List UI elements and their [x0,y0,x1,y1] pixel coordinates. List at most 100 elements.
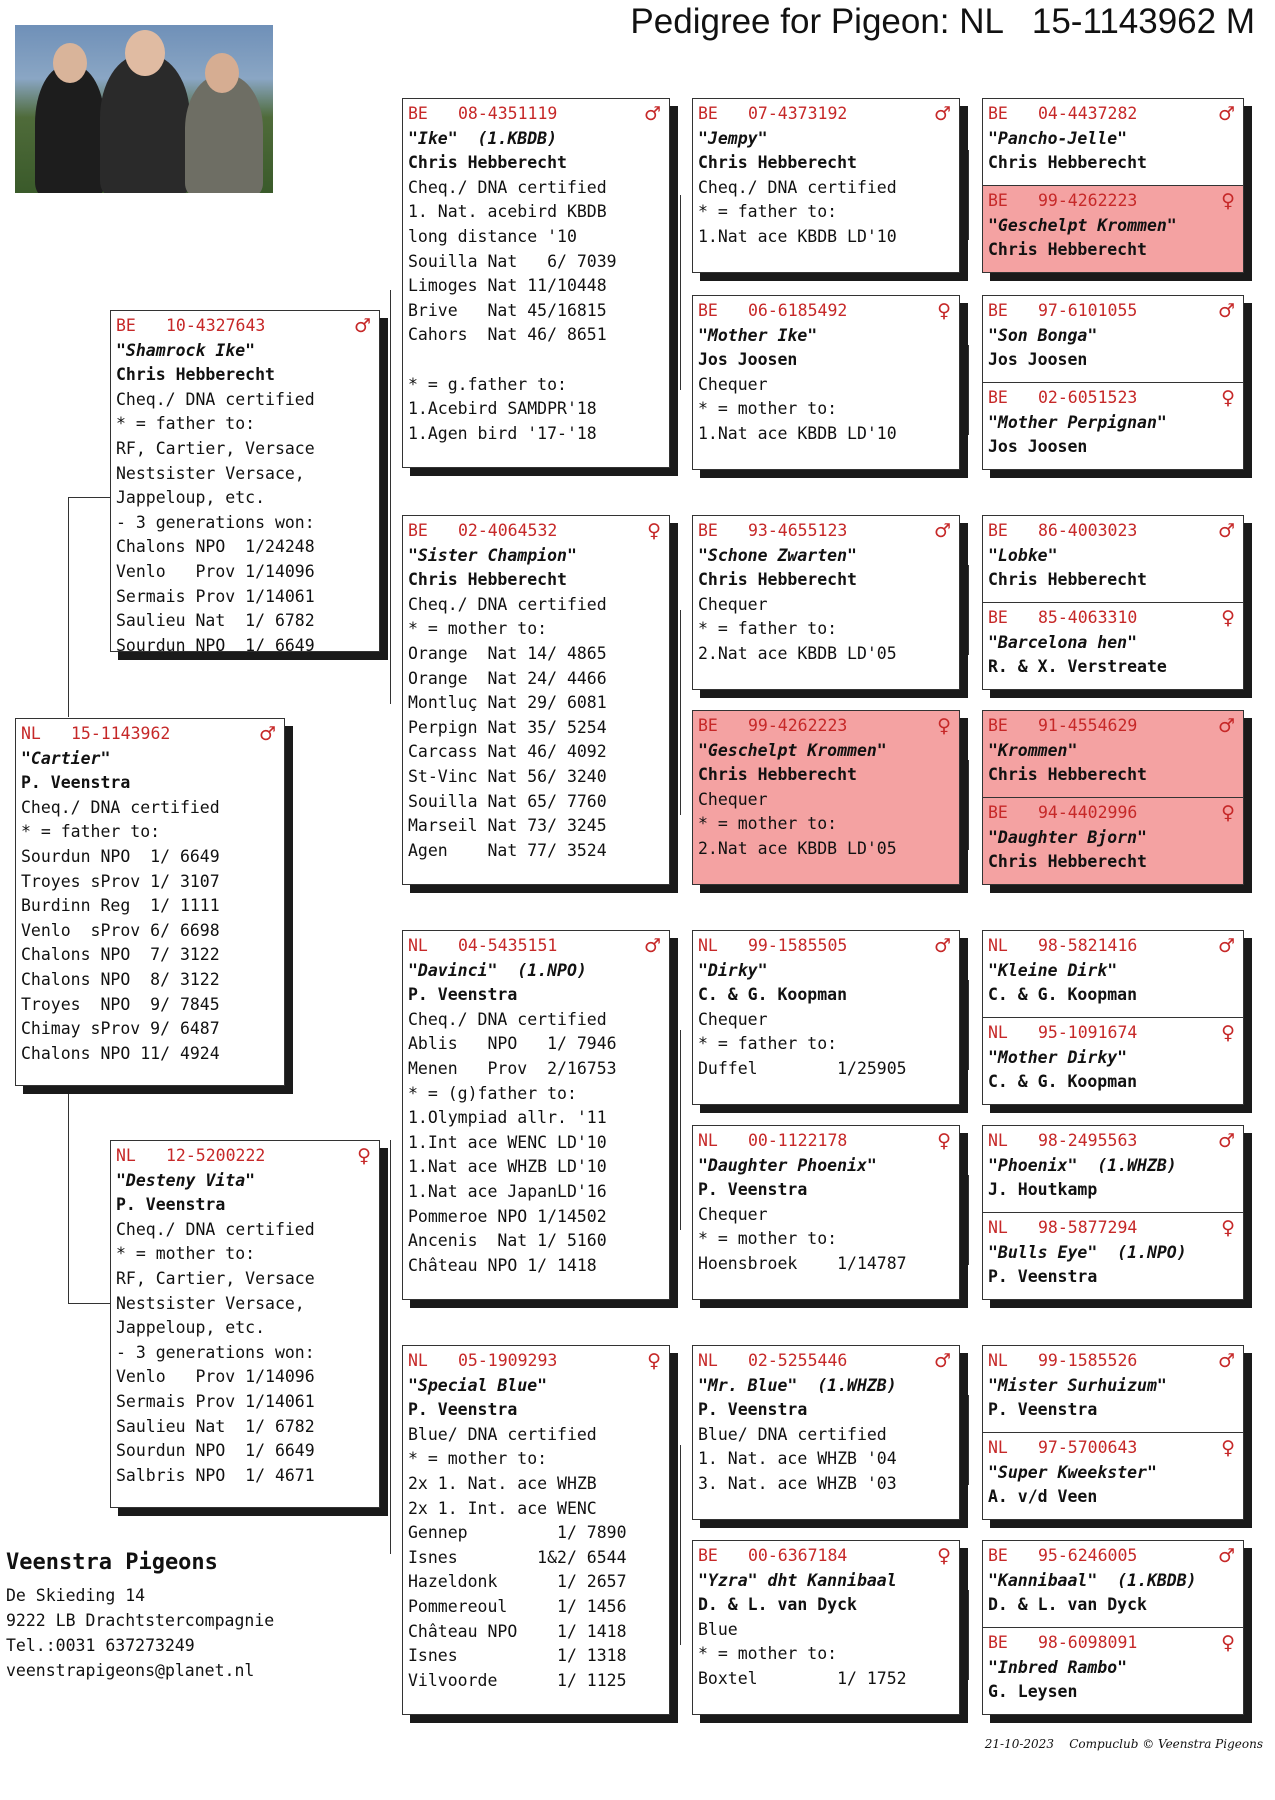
female-icon: ♀ [1221,802,1235,824]
result-line: Blue [698,1619,738,1639]
result-line: 1.Olympiad allr. '11 [408,1108,607,1128]
ring-number: 02-5255446 [748,1351,848,1370]
country-code: BE [698,301,718,320]
pigeon-name: "Mother Perpignan" [988,412,1167,432]
result-line: Salbris NPO 1/ 4671 [116,1465,315,1485]
owner-name: R. & X. Verstreate [988,657,1167,677]
result-line: 1.Nat ace WHZB LD'10 [408,1157,607,1177]
result-line: Jappeloup, etc. [116,488,266,508]
female-icon: ♀ [937,300,951,322]
result-line: * = father to: [21,822,161,842]
result-line: Hazeldonk 1/ 2657 [408,1572,627,1592]
ring-number: 99-1585505 [748,936,848,955]
result-line: Chequer [698,789,768,809]
result-line: Pommeroe NPO 1/14502 [408,1206,607,1226]
owner-name: C. & G. Koopman [988,985,1138,1005]
male-icon: ♂ [1217,103,1235,125]
pigeon-name: "Geschelpt Krommen" [698,740,887,760]
result-line: Perpign Nat 35/ 5254 [408,717,607,737]
result-line: Chalons NPO 1/24248 [116,537,315,557]
result-line: Nestsister Versace, [116,1293,305,1313]
result-line: Cheq./ DNA certified [698,177,897,197]
female-icon: ♀ [1221,607,1235,629]
male-icon: ♂ [1217,1350,1235,1372]
card-divider [983,1432,1243,1433]
country-code: NL [988,1131,1008,1150]
breeder-email[interactable]: veenstrapigeons@planet.nl [6,1661,255,1680]
result-line: Orange Nat 24/ 4466 [408,668,607,688]
result-line: 3. Nat. ace WHZB '03 [698,1473,897,1493]
ring-number: 12-5200222 [166,1146,266,1165]
result-line: 2x 1. Nat. ace WHZB [408,1473,597,1493]
female-icon: ♀ [1221,1437,1235,1459]
male-icon: ♂ [258,723,276,745]
owner-name: A. v/d Veen [988,1487,1098,1507]
owner-name: Chris Hebberecht [988,153,1147,173]
country-code: NL [698,1351,718,1370]
breeder-city: 9222 LB Drachtstercompagnie [6,1611,275,1630]
result-line: * = mother to: [698,814,838,834]
female-icon: ♀ [937,1545,951,1567]
male-icon: ♂ [1217,1545,1235,1567]
family-photo [15,25,273,193]
card-divider [983,382,1243,383]
country-code: BE [408,104,428,123]
country-code: BE [988,301,1008,320]
male-icon: ♂ [643,935,661,957]
result-line: Carcass Nat 46/ 4092 [408,742,607,762]
pigeon-name: "Inbred Rambo" [988,1657,1128,1677]
breeder-name: Veenstra Pigeons [6,1550,218,1575]
result-line: Jappeloup, etc. [116,1318,266,1338]
ring-number: 98-2495563 [1038,1131,1138,1150]
ring-number: 95-1091674 [1038,1023,1138,1042]
female-icon: ♀ [1221,1632,1235,1654]
country-code: BE [116,316,136,335]
pigeon-name: "Son Bonga" [988,325,1098,345]
result-line: Troyes sProv 1/ 3107 [21,871,220,891]
result-line: * = g.father to: [408,374,567,394]
owner-name: Jos Joosen [988,350,1088,370]
ring-number: 00-1122178 [748,1131,848,1150]
ring-number: 02-6051523 [1038,388,1138,407]
result-line: Souilla Nat 65/ 7760 [408,791,607,811]
ring-number: 98-5821416 [1038,936,1138,955]
